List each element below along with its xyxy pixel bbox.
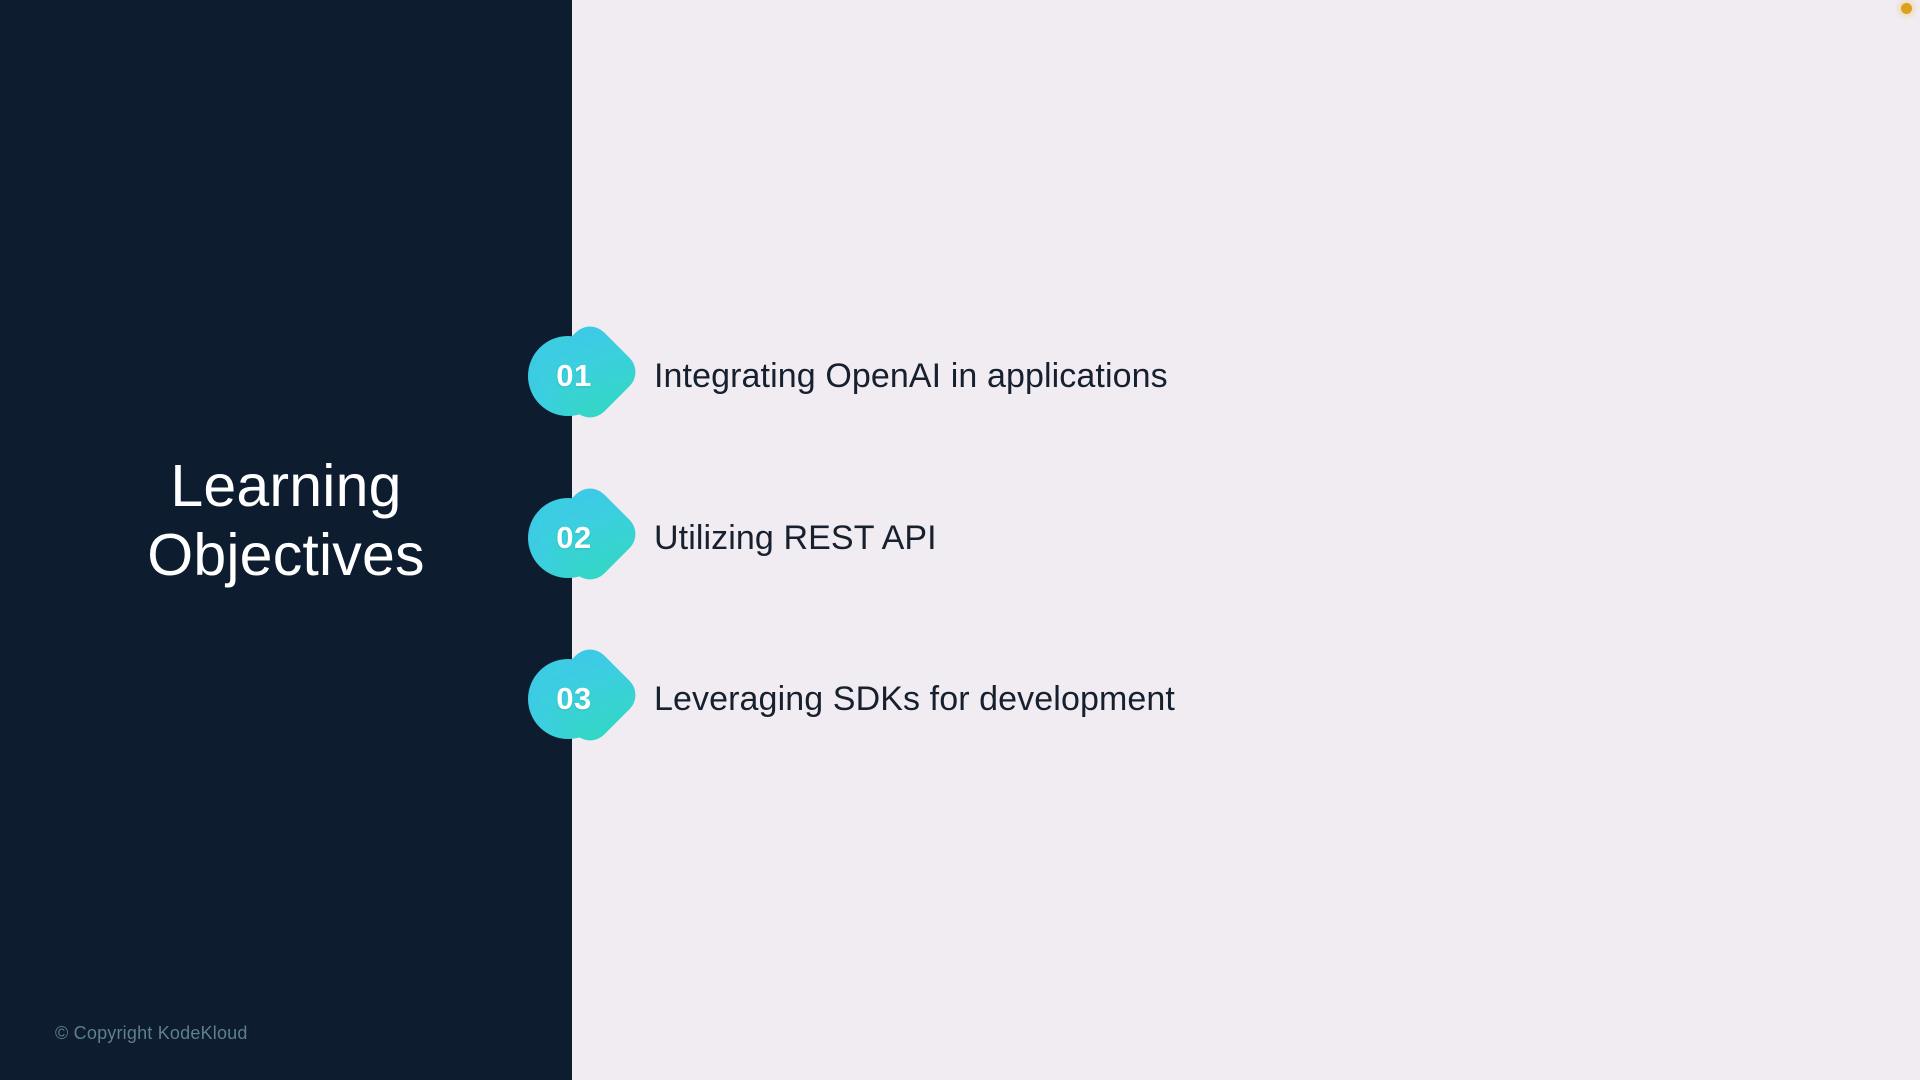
objective-number-badge: 03 — [528, 641, 644, 753]
list-item: 02 Utilizing REST API — [528, 480, 1828, 592]
page-title: Learning Objectives — [0, 452, 572, 590]
list-item: 01 Integrating OpenAI in applications — [528, 318, 1828, 430]
left-title-panel: Learning Objectives © Copyright KodeKlou… — [0, 0, 572, 1080]
objective-number: 01 — [556, 358, 592, 393]
right-content-panel — [572, 0, 1920, 1080]
list-item: 03 Leveraging SDKs for development — [528, 641, 1828, 753]
page-title-line-2: Objectives — [147, 522, 425, 589]
objective-number: 02 — [556, 520, 592, 555]
page-title-line-1: Learning — [170, 453, 402, 519]
objective-number-badge: 01 — [528, 318, 644, 430]
objective-number: 03 — [556, 681, 592, 716]
objective-label: Utilizing REST API — [654, 518, 937, 557]
copyright-notice: © Copyright KodeKloud — [55, 1023, 248, 1043]
objective-label: Leveraging SDKs for development — [654, 679, 1175, 718]
objective-number-badge: 02 — [528, 480, 644, 592]
amber-dot-icon — [1901, 3, 1912, 14]
objective-label: Integrating OpenAI in applications — [654, 356, 1168, 395]
